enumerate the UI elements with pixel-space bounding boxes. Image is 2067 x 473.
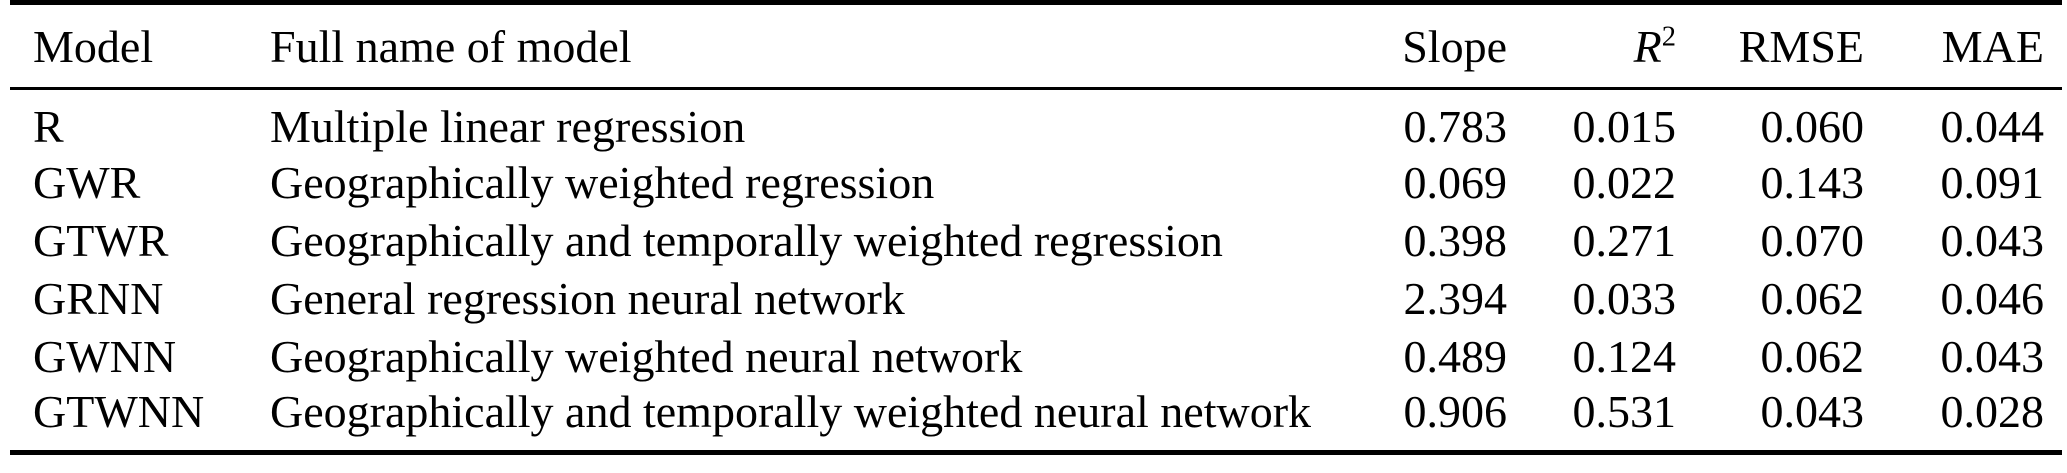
cell-full-name: Geographically and temporally weighted r…: [270, 214, 1223, 266]
cell-model: GWR: [33, 156, 141, 208]
table-row: GTWR Geographically and temporally weigh…: [10, 211, 2062, 269]
model-metrics-table: Model Full name of model Slope R2 RMSE M…: [10, 0, 2062, 455]
cell-mae: 0.091: [1940, 156, 2045, 208]
cell-rmse: 0.070: [1760, 214, 1865, 266]
cell-r-squared: 0.531: [1572, 386, 1677, 437]
r-squared-exponent: 2: [1661, 21, 1676, 53]
r-squared-base: R: [1633, 20, 1662, 72]
cell-slope: 0.069: [1403, 156, 1508, 208]
cell-model: GWNN: [33, 330, 177, 382]
table-row: R Multiple linear regression 0.783 0.015…: [10, 89, 2062, 154]
cell-mae: 0.043: [1940, 330, 2045, 382]
cell-rmse: 0.062: [1760, 330, 1865, 382]
cell-model: GTWR: [33, 214, 169, 266]
column-header-full-name: Full name of model: [270, 20, 632, 72]
cell-mae: 0.043: [1940, 214, 2045, 266]
column-header-slope: Slope: [1402, 20, 1507, 72]
table-header-row: Model Full name of model Slope R2 RMSE M…: [10, 3, 2062, 89]
cell-full-name: Multiple linear regression: [270, 101, 746, 152]
table-row: GTWNN Geographically and temporally weig…: [10, 385, 2062, 453]
cell-slope: 0.783: [1403, 101, 1508, 152]
cell-full-name: Geographically weighted regression: [270, 156, 935, 208]
cell-rmse: 0.043: [1760, 386, 1865, 437]
cell-full-name: Geographically and temporally weighted n…: [270, 386, 1312, 437]
table-row: GRNN General regression neural network 2…: [10, 269, 2062, 327]
cell-r-squared: 0.124: [1572, 330, 1677, 382]
column-header-r-squared: R2: [1507, 3, 1676, 89]
cell-rmse: 0.060: [1760, 101, 1865, 152]
cell-full-name: Geographically weighted neural network: [270, 330, 1023, 382]
cell-rmse: 0.062: [1760, 272, 1865, 324]
cell-model: GTWNN: [33, 386, 205, 437]
cell-r-squared: 0.022: [1572, 156, 1677, 208]
table-row: GWR Geographically weighted regression 0…: [10, 153, 2062, 211]
cell-slope: 2.394: [1403, 272, 1508, 324]
cell-mae: 0.044: [1940, 101, 2045, 152]
cell-full-name: General regression neural network: [270, 272, 905, 324]
column-header-mae: MAE: [1941, 20, 2044, 72]
table-row: GWNN Geographically weighted neural netw…: [10, 327, 2062, 385]
column-header-model: Model: [33, 20, 154, 72]
cell-r-squared: 0.033: [1572, 272, 1677, 324]
cell-mae: 0.028: [1940, 386, 2045, 437]
cell-slope: 0.906: [1403, 386, 1508, 437]
cell-model: R: [33, 101, 64, 152]
cell-rmse: 0.143: [1760, 156, 1865, 208]
cell-r-squared: 0.015: [1572, 101, 1677, 152]
column-header-rmse: RMSE: [1738, 20, 1864, 72]
cell-mae: 0.046: [1940, 272, 2045, 324]
cell-slope: 0.489: [1403, 330, 1508, 382]
cell-model: GRNN: [33, 272, 164, 324]
cell-r-squared: 0.271: [1572, 214, 1677, 266]
cell-slope: 0.398: [1403, 214, 1508, 266]
